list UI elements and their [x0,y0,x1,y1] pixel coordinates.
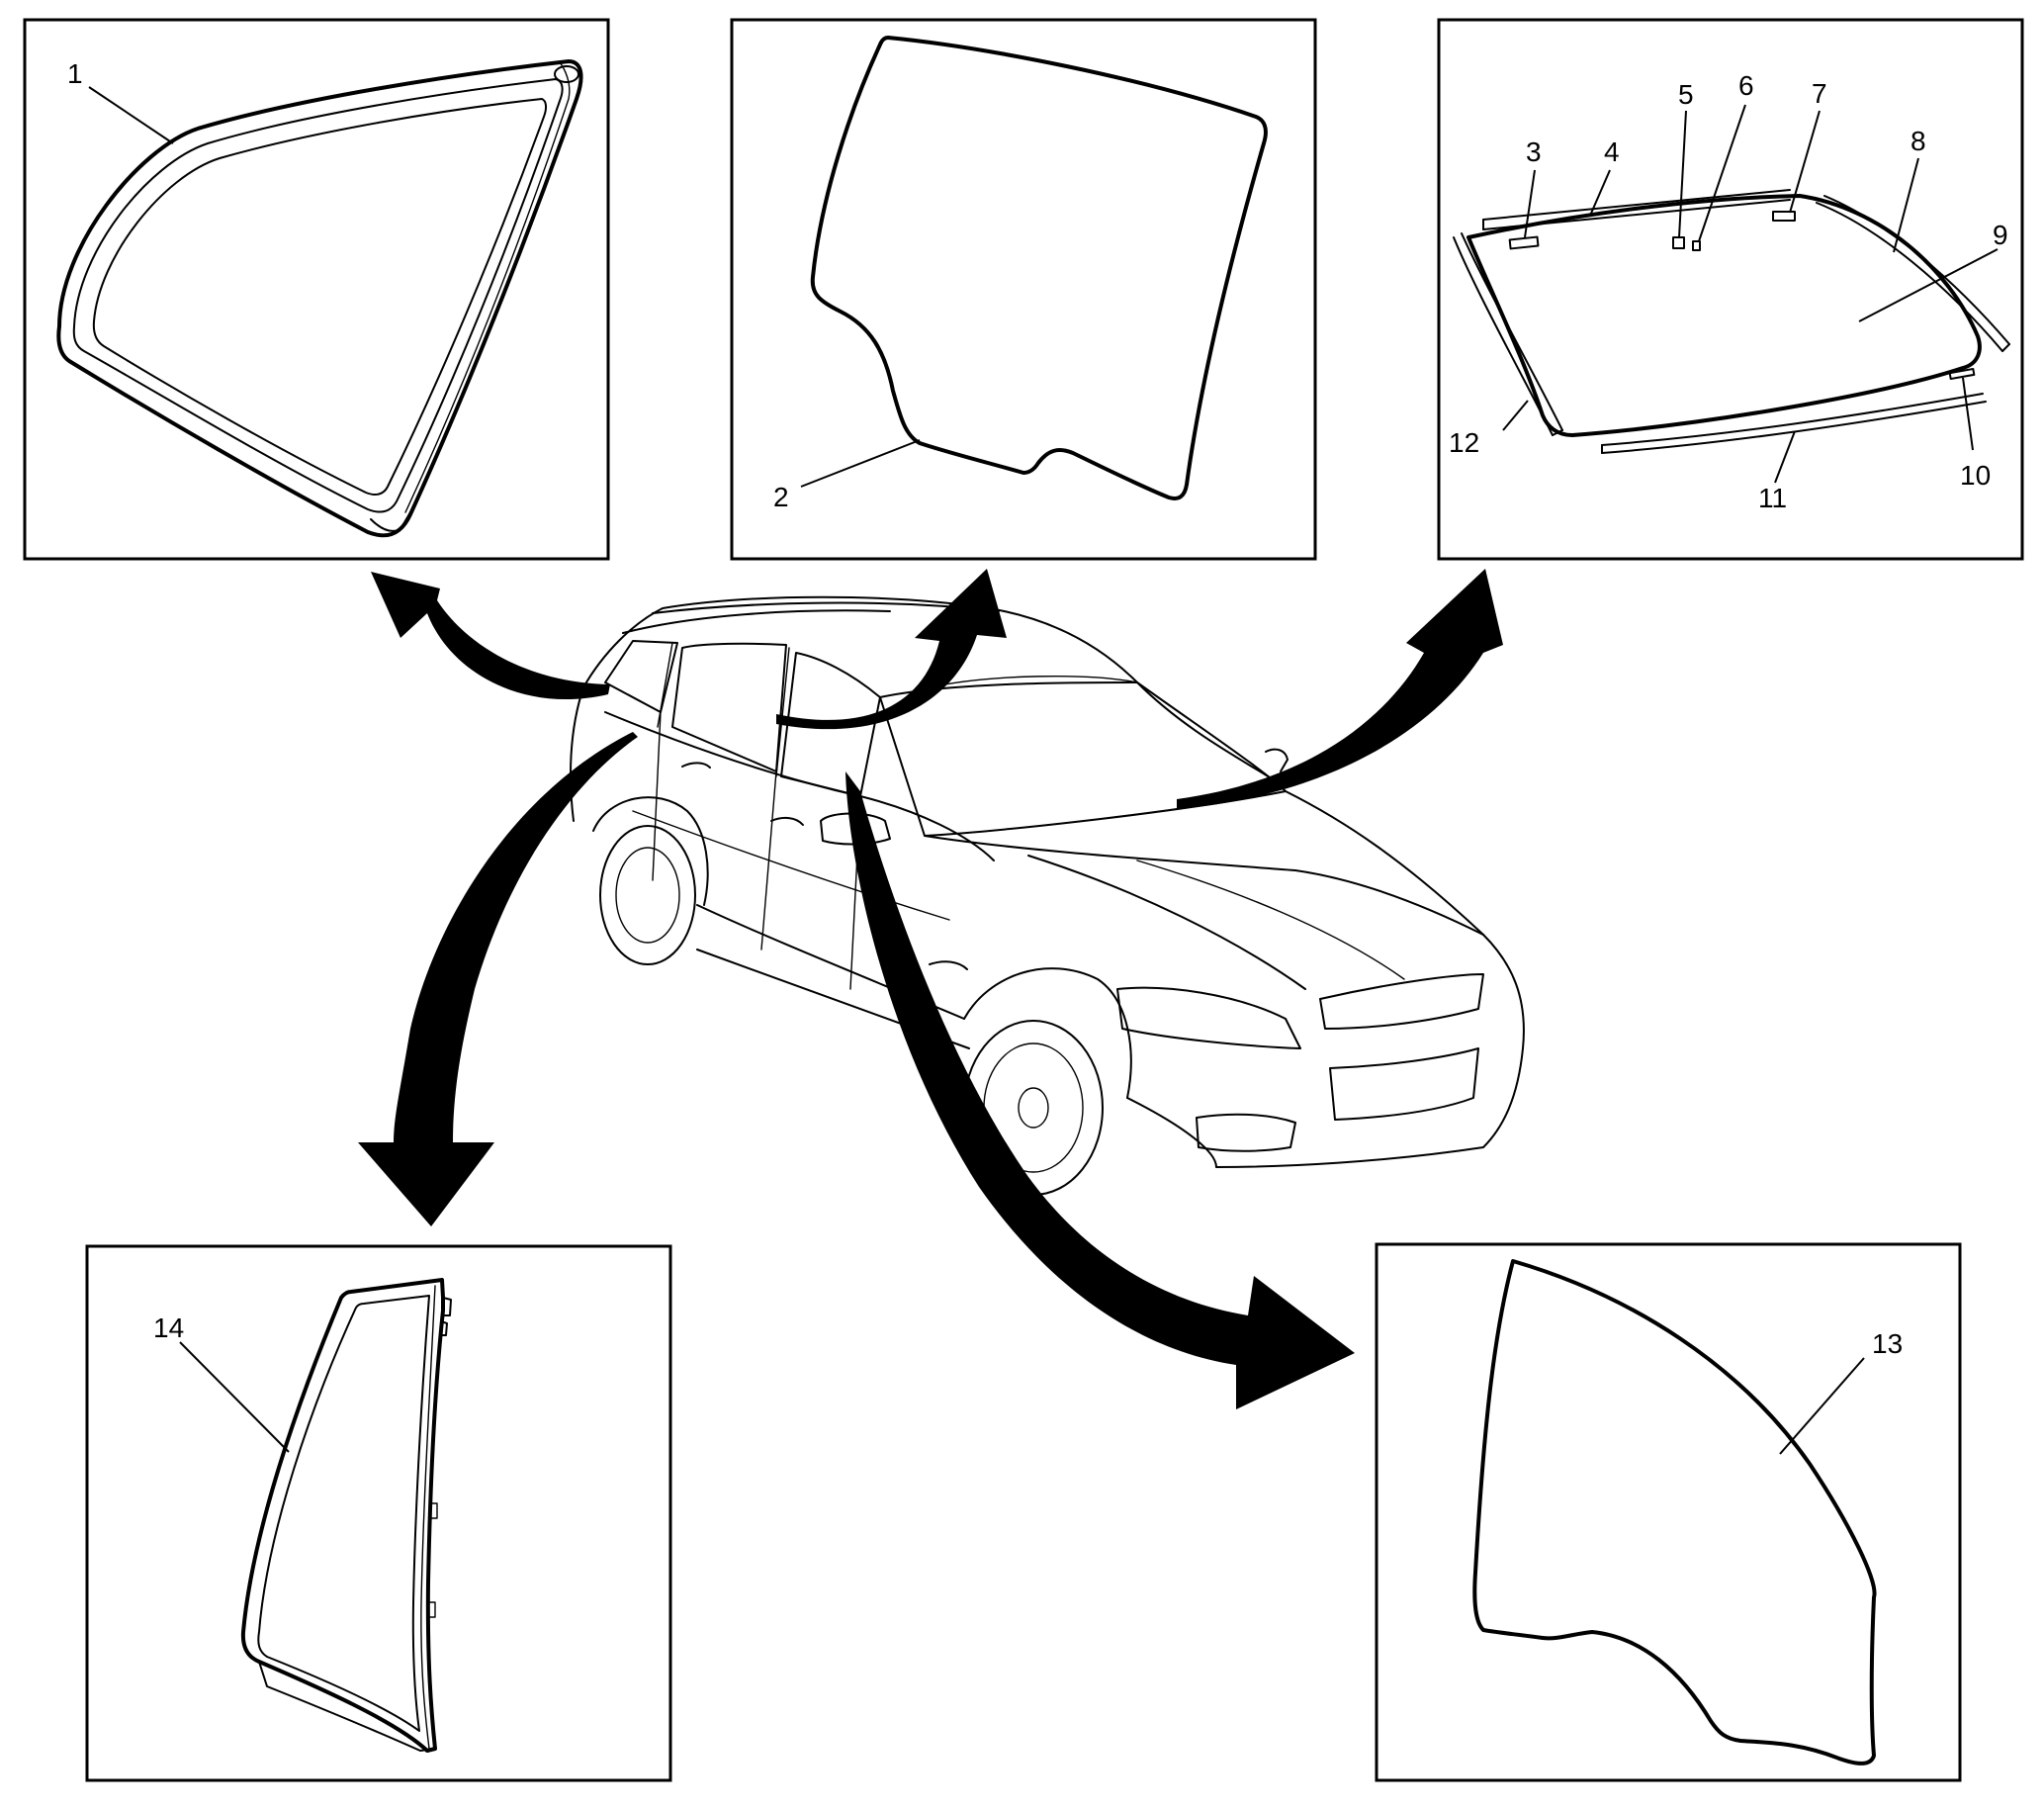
callout-4: 4 [1604,136,1620,167]
leader-line-12 [1502,400,1529,431]
pointer-arrows [358,569,1503,1409]
arrow-to-rear-door-glass [776,569,1007,730]
callout-10: 10 [1960,460,1991,491]
panel-frame [1437,18,2024,561]
arrow-to-rear-door-stationary-glass [358,732,638,1226]
leader-line-3 [1524,169,1536,238]
panel-frame [85,1244,672,1782]
callout-5: 5 [1678,79,1694,110]
callout-13: 13 [1872,1328,1903,1359]
rear-door-glass [810,36,1268,500]
leader-line-5 [1678,110,1687,238]
callout-8: 8 [1911,126,1926,156]
leader-line-14 [179,1341,290,1453]
callout-9: 9 [1993,220,2008,250]
panel-frame [730,18,1317,561]
leader-line-6 [1698,104,1746,242]
panel-rear-door-glass: 2 [730,18,1317,561]
leader-line-1 [88,86,174,144]
vehicle-illustration [570,595,1525,1196]
callout-11: 11 [1758,483,1787,513]
panel-front-door-glass: 13 [1375,1242,1962,1782]
callout-6: 6 [1738,70,1754,101]
panel-rear-quarter-glass: 1 [23,18,610,561]
leader-line-7 [1789,110,1821,214]
callout-7: 7 [1812,78,1827,109]
leader-line-13 [1779,1357,1865,1455]
panel-windshield: 3 4 5 6 7 8 9 10 11 12 [1437,18,2024,561]
arrow-to-front-door-glass [845,771,1355,1409]
rear-door-stationary-glass [240,1278,452,1753]
panel-rear-door-stationary-glass: 14 [85,1244,672,1782]
leader-line-10 [1962,377,1974,451]
panel-frame [1375,1242,1962,1782]
leader-line-9 [1858,248,1999,322]
leader-line-2 [800,439,921,488]
callout-14: 14 [153,1313,184,1343]
callout-3: 3 [1526,136,1542,167]
leader-line-11 [1774,430,1796,484]
arrow-to-rear-quarter-glass [371,572,610,700]
callout-12: 12 [1449,427,1479,458]
windshield-glass [1453,189,2010,454]
front-door-glass [1472,1259,1877,1766]
callout-1: 1 [67,58,83,89]
leader-line-8 [1893,157,1919,253]
callout-2: 2 [773,482,789,512]
arrow-to-windshield [1177,569,1503,809]
rear-quarter-glass [56,59,583,538]
leader-line-4 [1589,169,1611,217]
